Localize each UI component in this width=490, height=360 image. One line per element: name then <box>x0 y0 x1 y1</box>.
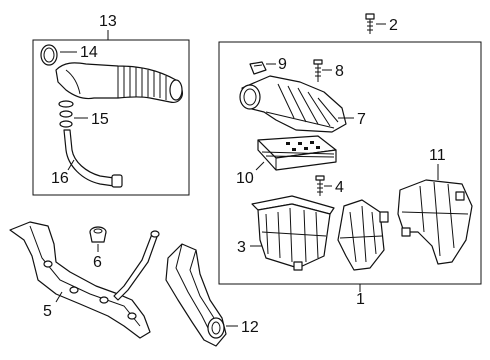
air-filter-part-10 <box>257 135 337 171</box>
callout-8: 8 <box>335 63 344 80</box>
callout-4: 4 <box>335 179 344 196</box>
callout-15: 15 <box>91 111 109 128</box>
bolt-part-4 <box>315 175 325 196</box>
callout-14: 14 <box>80 44 98 61</box>
callout-6: 6 <box>93 254 102 271</box>
mounting-bracket <box>337 199 389 271</box>
clamp-ring-part-14 <box>40 44 58 66</box>
callout-1: 1 <box>356 291 365 308</box>
lead-16 <box>67 159 75 171</box>
callout-2: 2 <box>389 17 398 34</box>
callout-5: 5 <box>43 303 52 320</box>
callout-7: 7 <box>357 111 366 128</box>
callout-13: 13 <box>99 13 117 30</box>
callout-10: 10 <box>236 170 254 187</box>
callout-11: 11 <box>429 147 446 164</box>
clip-part-9 <box>249 61 267 75</box>
lead-5 <box>55 291 63 303</box>
intake-duct-part-12 <box>165 243 227 347</box>
heat-shield-part-11 <box>397 179 473 265</box>
grommet-part-6 <box>89 226 107 243</box>
lead-10 <box>255 161 265 171</box>
callout-9: 9 <box>278 56 287 73</box>
callout-16: 16 <box>51 170 69 187</box>
o-rings-part-15 <box>58 100 74 128</box>
callout-12: 12 <box>241 319 259 336</box>
air-cleaner-housing-part-3 <box>251 195 335 271</box>
long-bracket-part-5 <box>9 221 151 339</box>
support-rod <box>113 230 160 301</box>
box-air-cleaner-group <box>218 41 482 285</box>
vent-tube-part-16 <box>63 129 123 188</box>
box-hose-group <box>32 39 190 196</box>
bolt-part-8 <box>313 59 323 82</box>
air-cleaner-cover-part-7 <box>239 75 347 133</box>
bolt-part-2 <box>365 13 375 34</box>
callout-3: 3 <box>237 239 246 256</box>
intake-hose <box>55 62 183 103</box>
